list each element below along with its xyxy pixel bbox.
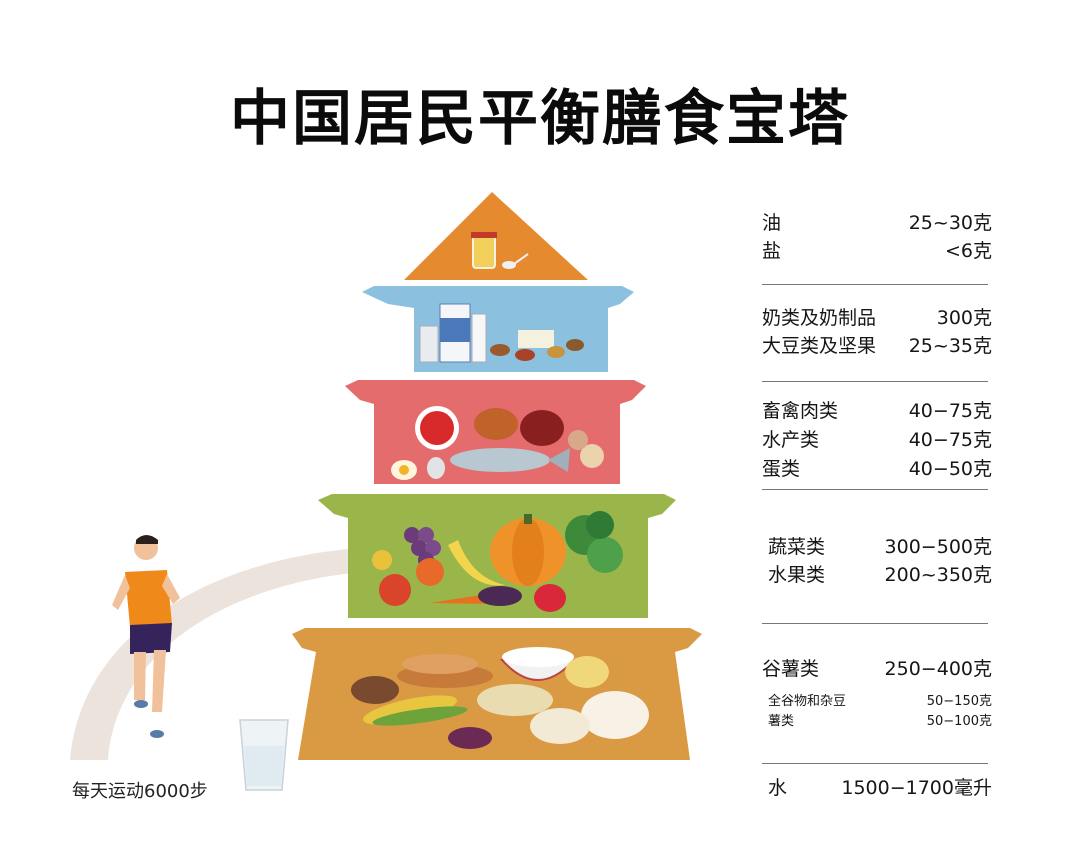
item-amount: <6克: [944, 240, 992, 262]
divider: [762, 489, 988, 490]
legend-item: 蛋类 40−50克: [762, 456, 992, 482]
item-name: 蔬菜类: [768, 536, 826, 558]
divider: [762, 381, 988, 382]
layer-vegetables-fruits: [318, 494, 676, 618]
item-name: 水果类: [768, 564, 826, 586]
item-name: 蛋类: [762, 458, 801, 480]
legend-subitem: 薯类 50−100克: [762, 709, 992, 735]
item-name: 水: [768, 777, 788, 799]
item-amount: 40−75克: [908, 429, 992, 451]
layer-dairy-soy-nuts: [362, 286, 634, 372]
water-glass-icon: [239, 719, 289, 791]
item-amount: 50−100克: [926, 714, 992, 729]
item-name: 水产类: [762, 429, 820, 451]
item-name: 盐: [762, 240, 782, 262]
item-amount: 300克: [936, 307, 992, 329]
legend-item: 畜禽肉类 40−75克: [762, 398, 992, 424]
legend-item: 奶类及奶制品 300克: [762, 305, 992, 331]
legend-item: 大豆类及坚果 25~35克: [762, 333, 992, 359]
item-name: 薯类: [768, 714, 795, 729]
page-title: 中国居民平衡膳食宝塔: [230, 84, 850, 154]
layer-grains-tubers: [292, 628, 702, 760]
divider: [762, 284, 988, 285]
runner-figure: [112, 535, 180, 738]
oil-bottle-icon: [471, 232, 497, 269]
nuts-icon: [490, 330, 584, 361]
legend-item: 水果类 200~350克: [762, 562, 992, 588]
bread-icon: [397, 654, 493, 688]
item-amount: 25~35克: [908, 335, 992, 357]
item-name: 谷薯类: [762, 658, 820, 680]
item-amount: 25~30克: [908, 212, 992, 234]
legend-item: 谷薯类 250−400克: [762, 656, 992, 682]
item-name: 油: [762, 212, 782, 234]
item-amount: 50−150克: [926, 694, 992, 709]
running-track: [70, 548, 362, 760]
item-amount: 40−50克: [908, 458, 992, 480]
milk-carton-icon: [419, 303, 487, 363]
broccoli-icon: [565, 511, 623, 573]
banana-icon: [448, 540, 505, 586]
item-amount: 300−500克: [884, 536, 992, 558]
salt-spoon-icon: [502, 253, 529, 269]
egg-icon: [391, 457, 445, 480]
layer-oil-salt: [404, 192, 588, 280]
item-amount: 40−75克: [908, 400, 992, 422]
legend-item: 油 25~30克: [762, 210, 992, 236]
meat-icon: [415, 406, 564, 450]
divider: [762, 763, 988, 764]
item-amount: 200~350克: [884, 564, 992, 586]
steamed-bun-icon: [530, 656, 649, 744]
item-name: 全谷物和杂豆: [768, 694, 847, 709]
legend-item: 蔬菜类 300−500克: [762, 534, 992, 560]
item-name: 畜禽肉类: [762, 400, 839, 422]
fish-icon: [450, 448, 570, 472]
divider: [762, 623, 988, 624]
item-amount: 250−400克: [884, 658, 992, 680]
exercise-caption: 每天运动6000步: [72, 781, 208, 802]
pumpkin-icon: [490, 514, 566, 586]
item-name: 奶类及奶制品: [762, 307, 877, 329]
layer-meat-fish-eggs: [345, 380, 646, 484]
legend-item: 水产类 40−75克: [762, 427, 992, 453]
legend-item: 盐 <6克: [762, 238, 992, 264]
legend-subitem: 全谷物和杂豆 50−150克: [762, 689, 992, 715]
item-name: 大豆类及坚果: [762, 335, 877, 357]
rice-bowl-icon: [499, 647, 577, 681]
corn-icon: [362, 695, 468, 726]
item-amount: 1500−1700毫升: [841, 777, 992, 799]
legend-item: 水 1500−1700毫升: [762, 775, 992, 801]
